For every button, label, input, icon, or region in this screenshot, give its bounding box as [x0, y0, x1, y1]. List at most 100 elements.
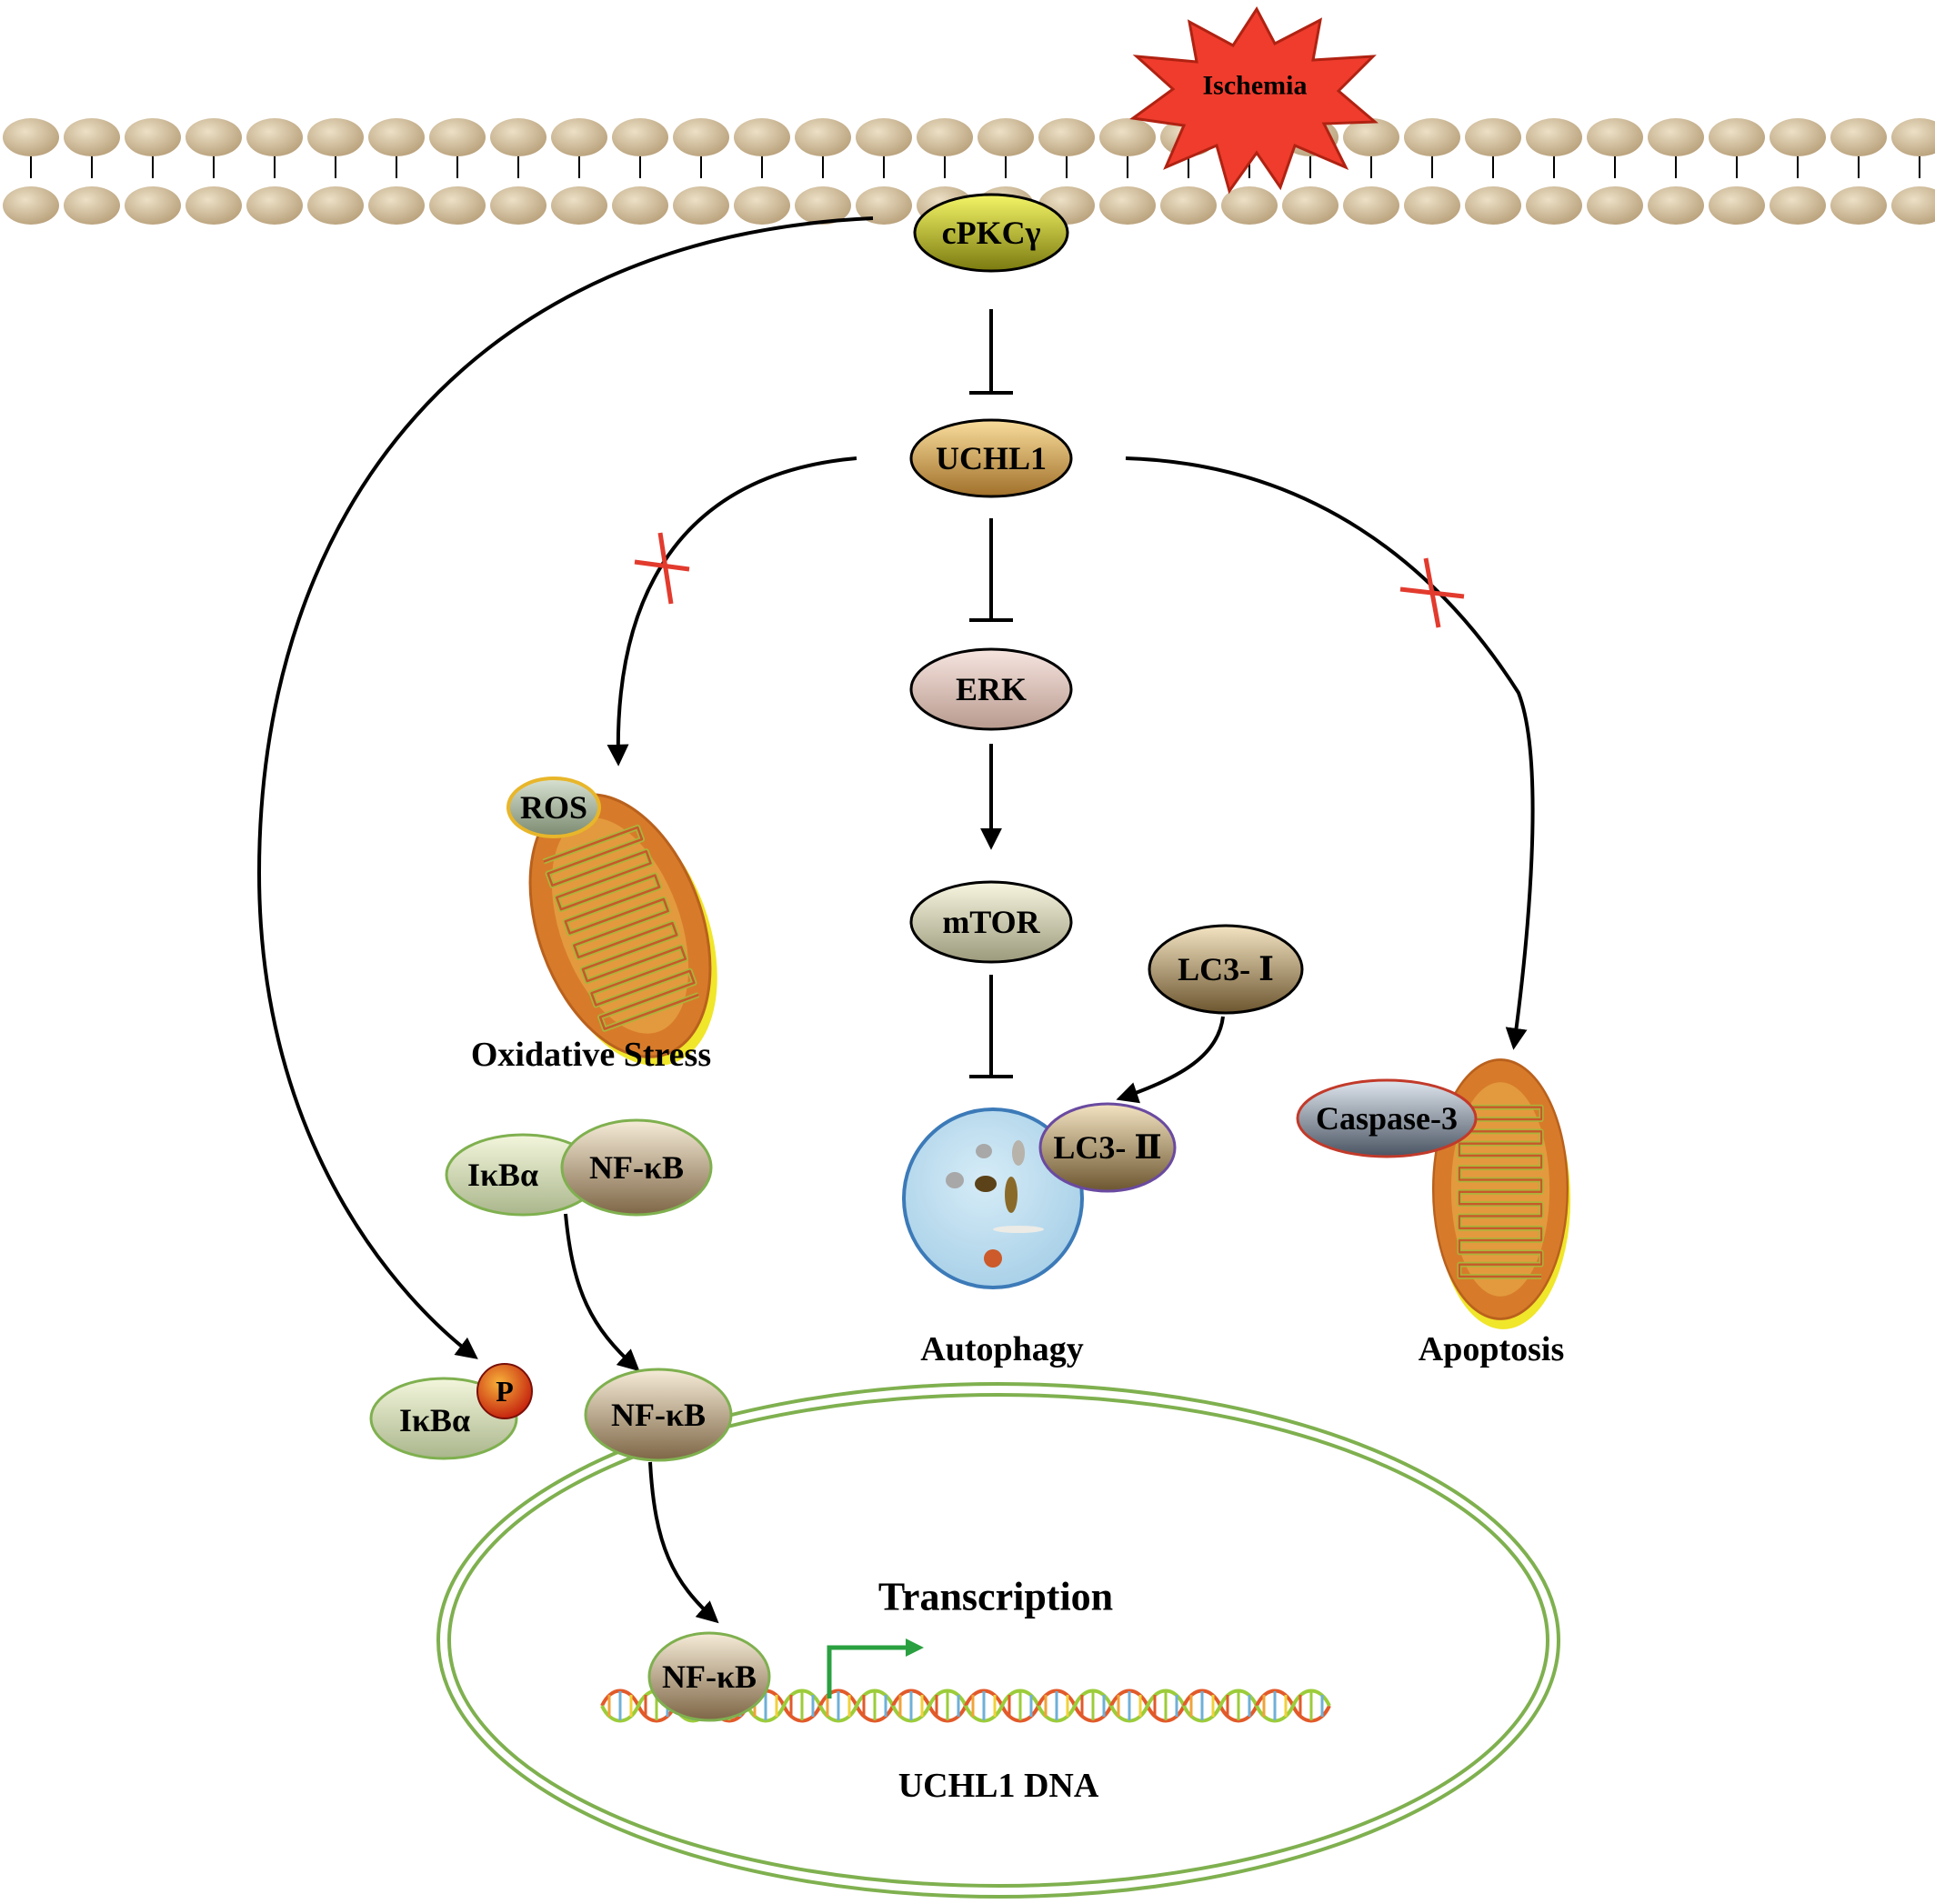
svg-text:IκBα: IκBα — [467, 1157, 538, 1193]
dna-segment — [1182, 1689, 1258, 1723]
autophagosome — [902, 1107, 1084, 1289]
lipid-head-inner — [1830, 186, 1887, 225]
lipid-head-outer — [1343, 118, 1399, 156]
pathway-edges — [256, 216, 1535, 1624]
mtor-node: mTOR — [909, 880, 1073, 964]
lipid-head-inner — [1465, 186, 1521, 225]
blocked-edge-uchl1-ros — [607, 456, 857, 767]
svg-text:cPKCγ: cPKCγ — [942, 215, 1041, 251]
lipid-head-outer — [1465, 118, 1521, 156]
nfkb-free-node: NF-κB — [584, 1368, 733, 1462]
svg-text:LC3- Ⅰ: LC3- Ⅰ — [1178, 951, 1274, 987]
lipid-head-outer — [368, 118, 425, 156]
svg-text:NF-κB: NF-κB — [589, 1149, 684, 1186]
activate-edge-cpkc-ikba — [256, 216, 874, 1359]
lipid-head-outer — [1587, 118, 1643, 156]
lipid-head-outer — [1404, 118, 1460, 156]
activate-edge-lc3i-lc3ii — [1116, 1016, 1225, 1104]
caspase3-node: Caspase-3 — [1296, 1078, 1478, 1158]
ischemia-label: Ischemia — [1203, 71, 1308, 101]
svg-text:UCHL1: UCHL1 — [936, 440, 1047, 476]
svg-text:IκBα: IκBα — [399, 1402, 470, 1438]
lipid-head-inner — [246, 186, 303, 225]
blocked-edge-uchl1-caspase — [1125, 456, 1535, 1050]
lipid-head-inner — [856, 186, 912, 225]
erk-node: ERK — [909, 647, 1073, 731]
lipid-head-outer — [1526, 118, 1582, 156]
lipid-head-inner — [429, 186, 486, 225]
dna-segment — [964, 1689, 1040, 1723]
dna-segment — [891, 1689, 968, 1723]
autophagy-label: Autophagy — [920, 1330, 1084, 1368]
svg-text:NF-κB: NF-κB — [611, 1397, 706, 1433]
lipid-head-inner — [368, 186, 425, 225]
ros-node: ROS — [506, 777, 601, 838]
transcription-start-arrow — [827, 1638, 924, 1699]
lipid-head-inner — [490, 186, 546, 225]
lipid-head-outer — [551, 118, 607, 156]
svg-text:ERK: ERK — [956, 671, 1027, 707]
lipid-head-inner — [1282, 186, 1338, 225]
svg-text:P: P — [496, 1375, 514, 1408]
uchl1-dna-label: UCHL1 DNA — [898, 1767, 1099, 1805]
lipid-head-inner — [1526, 186, 1582, 225]
transcription-label: Transcription — [878, 1575, 1113, 1619]
lipid-head-outer — [856, 118, 912, 156]
activate-edge-complex-nfkb — [564, 1213, 640, 1372]
uchl1-node: UCHL1 — [909, 418, 1073, 498]
lipid-head-inner — [1891, 186, 1935, 225]
svg-text:LC3- Ⅱ: LC3- Ⅱ — [1053, 1129, 1161, 1166]
lipid-head-inner — [795, 186, 851, 225]
lipid-head-inner — [125, 186, 181, 225]
ischemia-burst: Ischemia — [1129, 6, 1379, 195]
svg-text:Caspase-3: Caspase-3 — [1316, 1100, 1458, 1137]
nfkb-complex-node: NF-κB — [560, 1118, 713, 1217]
dna-segment — [1037, 1689, 1113, 1723]
lipid-head-outer — [125, 118, 181, 156]
lipid-head-inner — [1404, 186, 1460, 225]
lipid-head-outer — [1099, 118, 1156, 156]
lipid-head-outer — [1648, 118, 1704, 156]
lipid-head-outer — [978, 118, 1034, 156]
oxidative-stress-label: Oxidative Stress — [471, 1036, 711, 1074]
lc3-ii-node: LC3- Ⅱ — [1038, 1102, 1177, 1193]
lipid-head-outer — [185, 118, 242, 156]
lipid-head-inner — [734, 186, 790, 225]
lipid-head-outer — [1038, 118, 1095, 156]
lc3-i-node: LC3- Ⅰ — [1148, 924, 1304, 1015]
lipid-head-inner — [1221, 186, 1278, 225]
lipid-head-inner — [185, 186, 242, 225]
lipid-head-outer — [795, 118, 851, 156]
lipid-head-outer — [307, 118, 364, 156]
lipid-head-inner — [1160, 186, 1217, 225]
lipid-head-outer — [1830, 118, 1887, 156]
lipid-head-outer — [246, 118, 303, 156]
block-mark-oxidative — [634, 532, 690, 605]
lipid-head-outer — [490, 118, 546, 156]
lipid-head-inner — [1587, 186, 1643, 225]
lipid-head-inner — [307, 186, 364, 225]
lipid-head-inner — [64, 186, 120, 225]
lipid-head-inner — [1770, 186, 1826, 225]
lipid-head-inner — [612, 186, 668, 225]
lipid-head-outer — [1891, 118, 1935, 156]
svg-text:NF-κB: NF-κB — [662, 1658, 757, 1695]
lipid-head-outer — [64, 118, 120, 156]
lipid-head-outer — [612, 118, 668, 156]
cpkc-node: cPKCγ — [913, 193, 1069, 273]
lipid-head-outer — [429, 118, 486, 156]
lipid-head-inner — [673, 186, 729, 225]
nfkb-dna-node: NF-κB — [647, 1631, 771, 1722]
lipid-head-inner — [551, 186, 607, 225]
lipid-head-outer — [917, 118, 973, 156]
dna-segment — [1109, 1689, 1186, 1723]
lipid-head-inner — [1648, 186, 1704, 225]
svg-text:mTOR: mTOR — [942, 904, 1040, 940]
activate-edge-nfkb-dna — [648, 1461, 719, 1624]
block-mark-apoptosis — [1399, 557, 1465, 628]
lipid-head-outer — [1709, 118, 1765, 156]
phosphate-badge: P — [476, 1363, 533, 1419]
ikba-complex-node: IκBα — [445, 1133, 601, 1217]
lipid-head-outer — [3, 118, 59, 156]
